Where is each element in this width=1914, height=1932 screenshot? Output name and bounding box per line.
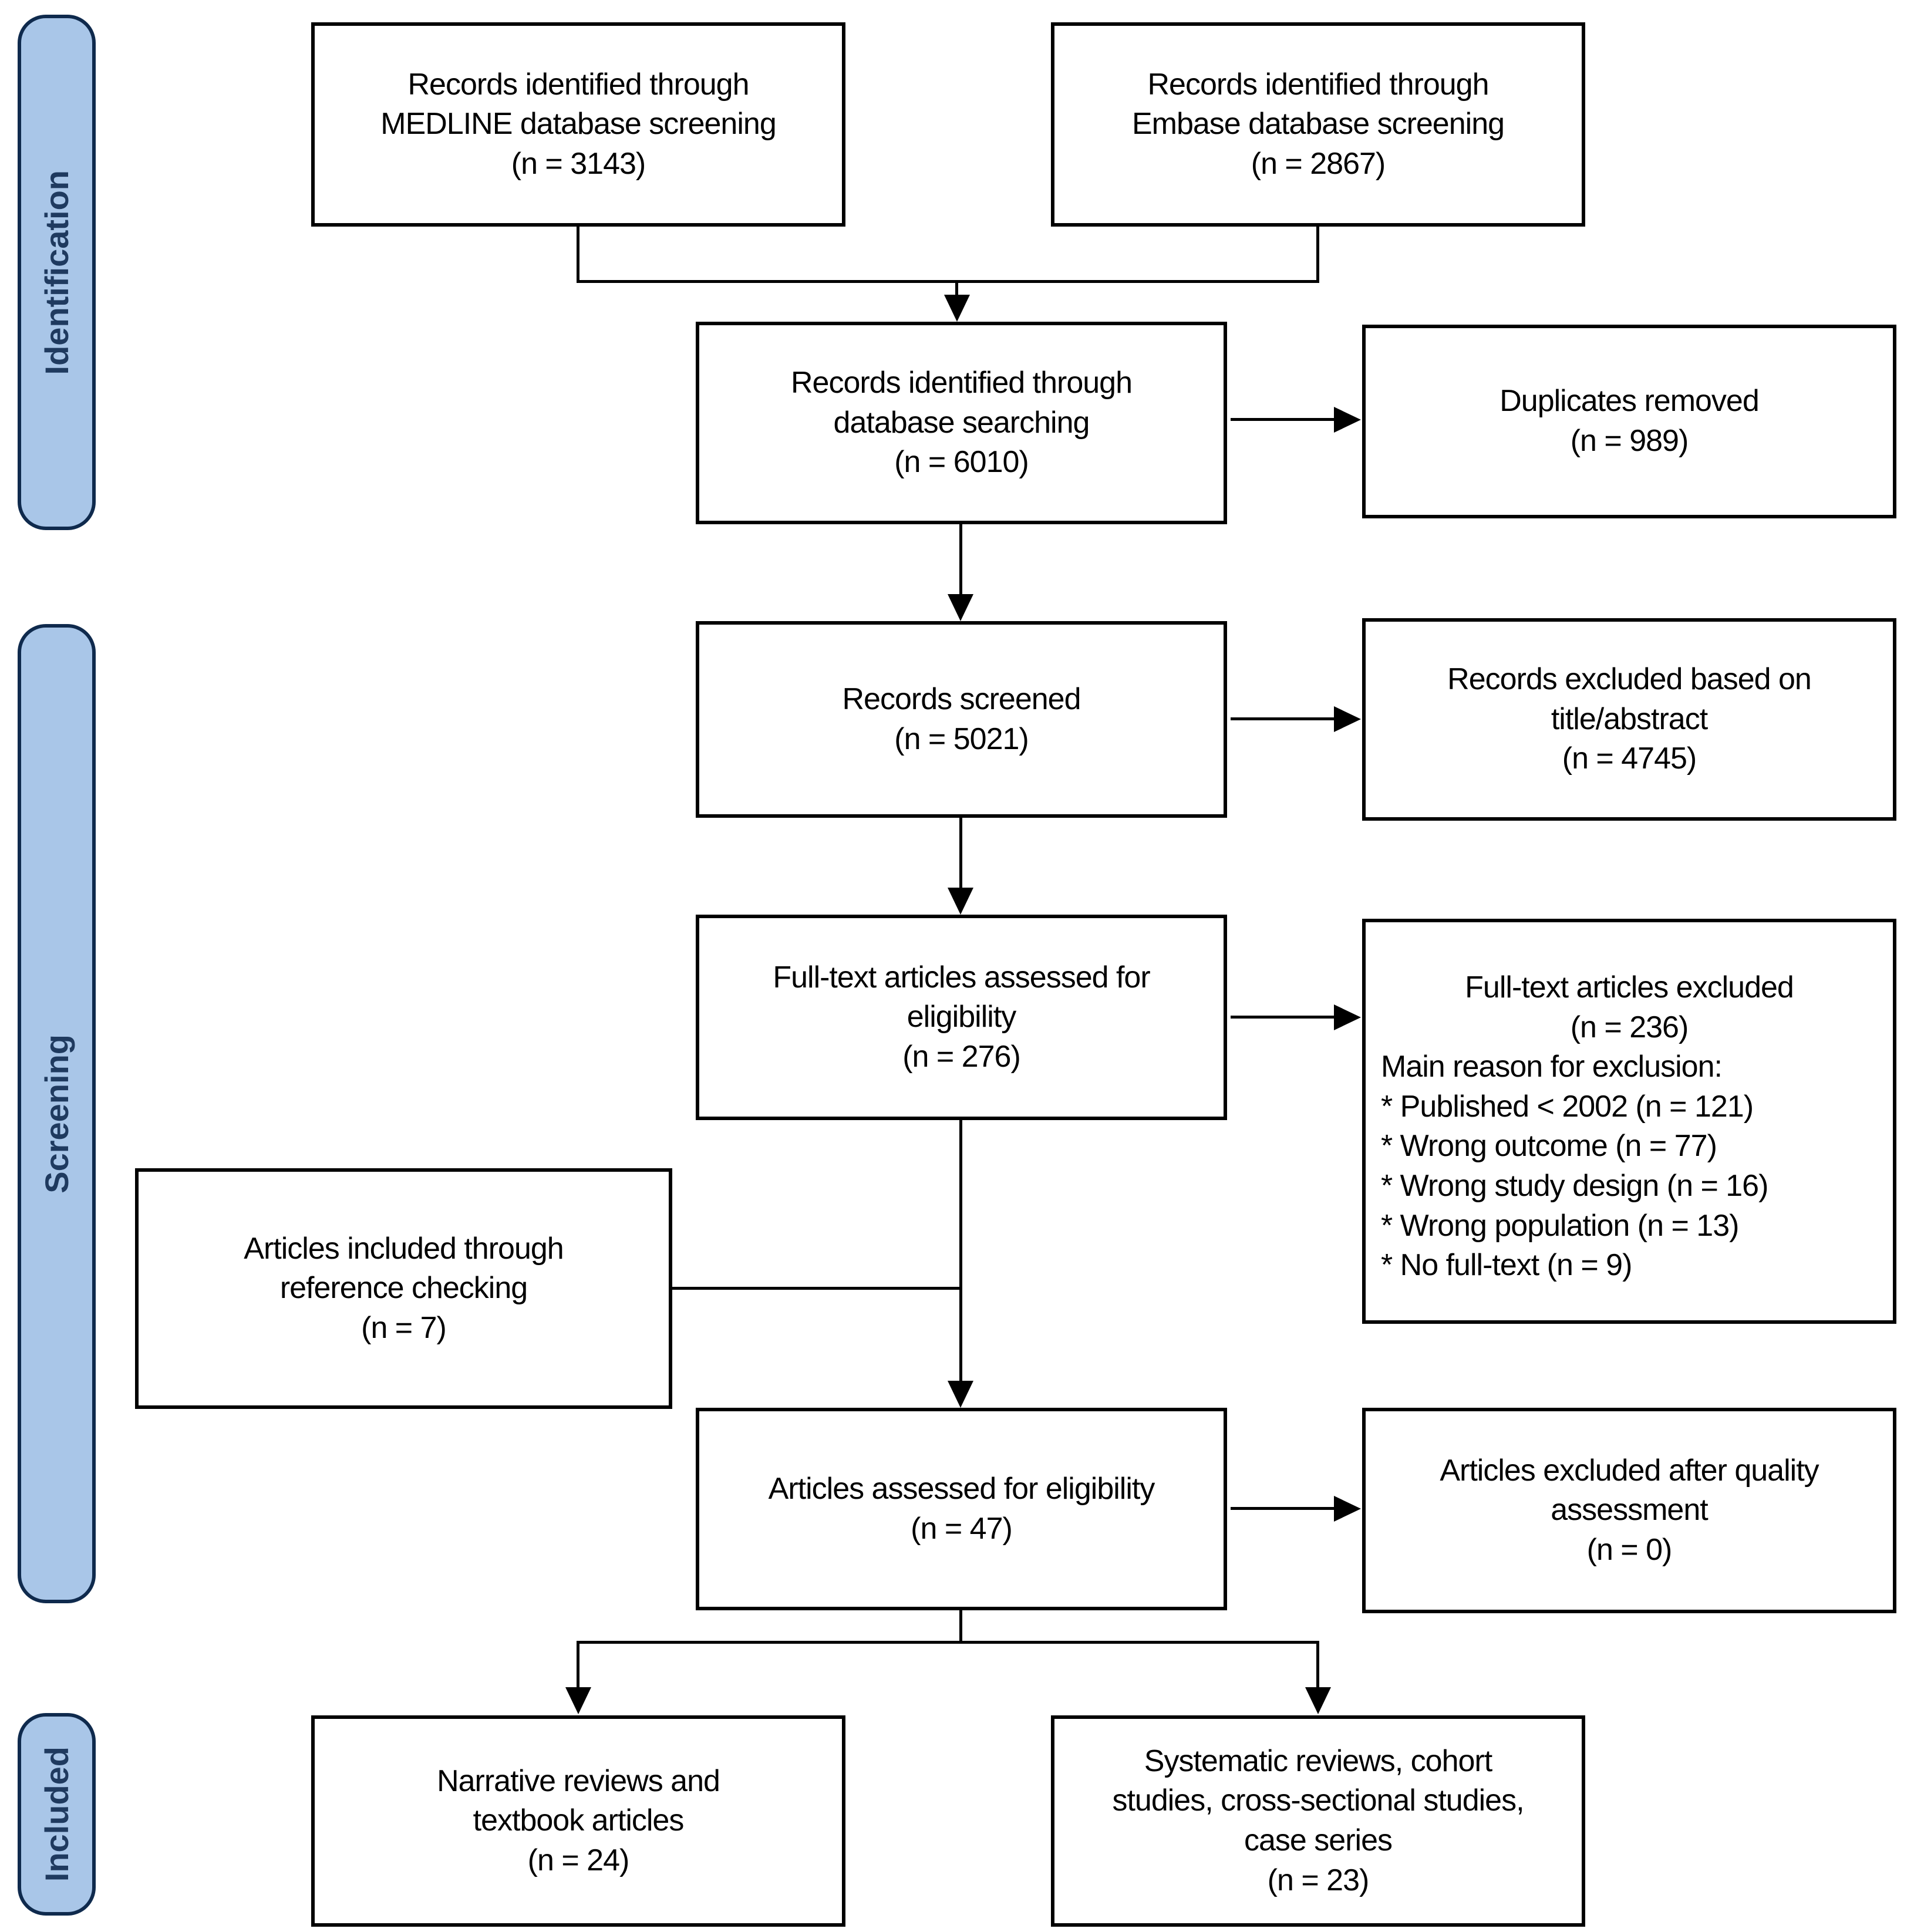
node-duplicates: Duplicates removed (n = 989) [1362,325,1896,518]
stage-label-identification: Identification [38,170,75,375]
node-fulltext-assessed-text: Full-text articles assessed for eligibil… [773,960,1150,1074]
flow-line-medline-down [577,227,579,283]
stage-label-screening: Screening [38,1034,75,1193]
flow-line-assessed-down [959,1610,962,1644]
node-systematic-reviews: Systematic reviews, cohort studies, cros… [1051,1715,1585,1927]
node-searching: Records identified through database sear… [696,322,1227,524]
node-medline-text: Records identified through MEDLINE datab… [380,67,776,181]
node-fulltext-excluded: Full-text articles excluded (n = 236) Ma… [1362,919,1896,1324]
flow-arrowhead-to-assessed [948,1381,973,1408]
flow-line-split-horizontal [577,1641,1319,1644]
node-fulltext-excluded-reasons: Main reason for exclusion: * Published <… [1381,1050,1768,1283]
node-embase: Records identified through Embase databa… [1051,22,1585,227]
flow-arrowhead-to-duplicates [1334,407,1361,433]
node-screened: Records screened (n = 5021) [696,621,1227,818]
flow-line-to-title-abstract-excluded [1231,717,1339,720]
flow-arrowhead-to-screened [948,594,973,621]
node-articles-assessed-text: Articles assessed for eligibility (n = 4… [768,1471,1155,1546]
flow-line-merge-horizontal [577,280,1319,283]
flow-line-screened-down [959,818,962,891]
node-duplicates-text: Duplicates removed (n = 989) [1499,384,1760,458]
flow-line-split-left-down [577,1641,579,1689]
node-narrative-reviews-text: Narrative reviews and textbook articles … [437,1764,720,1877]
node-embase-text: Records identified through Embase databa… [1131,67,1505,181]
node-quality-excluded: Articles excluded after quality assessme… [1362,1408,1896,1613]
stage-band-included: Included [18,1713,96,1916]
node-medline: Records identified through MEDLINE datab… [311,22,845,227]
stage-band-screening: Screening [18,624,96,1603]
flow-line-embase-down [1316,227,1319,283]
node-quality-excluded-text: Articles excluded after quality assessme… [1440,1453,1819,1567]
node-narrative-reviews: Narrative reviews and textbook articles … [311,1715,845,1927]
node-fulltext-assessed: Full-text articles assessed for eligibil… [696,915,1227,1120]
flow-line-to-duplicates [1231,418,1339,421]
node-searching-text: Records identified through database sear… [790,366,1133,480]
flow-arrowhead-to-searching [944,295,970,322]
node-articles-assessed: Articles assessed for eligibility (n = 4… [696,1408,1227,1610]
node-systematic-reviews-text: Systematic reviews, cohort studies, cros… [1112,1744,1524,1897]
node-excluded-title-abstract-text: Records excluded based on title/abstract… [1447,662,1812,776]
flow-arrowhead-to-systematic [1305,1687,1331,1714]
stage-label-included: Included [38,1746,75,1882]
flow-arrowhead-to-fulltext-excluded [1334,1004,1361,1030]
node-reference-checking-text: Articles included through reference chec… [244,1231,564,1345]
node-screened-text: Records screened (n = 5021) [842,682,1081,756]
flow-line-split-right-down [1316,1641,1319,1689]
flow-arrowhead-to-narrative [565,1687,591,1714]
flow-line-searching-down [959,524,962,598]
node-fulltext-excluded-title: Full-text articles excluded (n = 236) [1465,970,1794,1044]
flow-line-to-quality-excluded [1231,1507,1339,1510]
flow-arrowhead-to-title-abstract-excluded [1334,706,1361,732]
stage-band-identification: Identification [18,15,96,530]
flow-line-reference-join [672,1287,961,1290]
node-reference-checking: Articles included through reference chec… [135,1168,672,1409]
flow-arrowhead-to-fulltext [948,888,973,915]
node-excluded-title-abstract: Records excluded based on title/abstract… [1362,618,1896,821]
flow-line-fulltext-down [959,1120,962,1382]
flow-line-to-fulltext-excluded [1231,1016,1339,1019]
flow-arrowhead-to-quality-excluded [1334,1496,1361,1522]
flow-line-merge-down [955,280,958,298]
